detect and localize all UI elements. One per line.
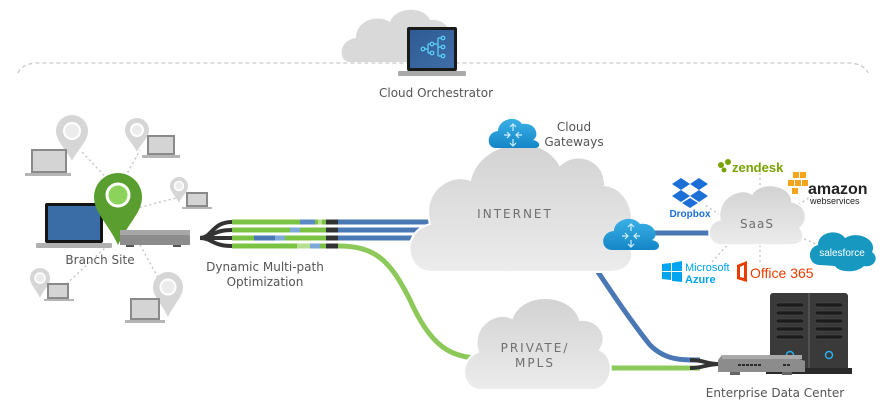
remote-site-3[interactable]	[170, 177, 212, 209]
office-text: Office 365	[750, 265, 814, 281]
private-label-line1: PRIVATE/	[501, 341, 570, 355]
orchestrator-laptop[interactable]	[398, 27, 466, 76]
power-indicator-icon	[824, 350, 834, 360]
branch-laptop[interactable]	[36, 203, 112, 248]
salesforce-logo[interactable]: salesforce	[809, 232, 876, 272]
orchestrator-label: Cloud Orchestrator	[379, 86, 493, 100]
dropbox-icon	[672, 178, 708, 208]
office-icon	[737, 261, 747, 282]
remote-site-1[interactable]	[25, 115, 88, 176]
azure-text: Azure	[685, 274, 716, 286]
internet-datacenter-link	[587, 258, 701, 363]
datacenter-edge-appliance[interactable]	[718, 355, 805, 375]
laptop-icon	[142, 135, 180, 158]
zendesk-logo[interactable]: zendesk	[718, 159, 784, 175]
cloud-gateways-label-line1: Cloud	[557, 120, 591, 134]
zendesk-icon	[718, 159, 731, 173]
aws-cubes-icon	[788, 172, 808, 194]
remote-site-4[interactable]	[30, 268, 74, 301]
saas-label: SaaS	[740, 217, 774, 231]
cloud-gateways-label-line2: Gateways	[544, 135, 603, 149]
private-label-line2: MPLS	[515, 356, 555, 370]
branch-site-label: Branch Site	[65, 253, 134, 267]
internet-label: INTERNET	[477, 207, 553, 221]
microsoft-text: Microsoft	[685, 262, 730, 274]
branch-edge-appliance[interactable]	[120, 230, 190, 247]
multipath-label-line1: Dynamic Multi-path	[206, 260, 324, 274]
multipath-label-line2: Optimization	[227, 275, 304, 289]
salesforce-text: salesforce	[819, 248, 865, 259]
datacenter-joiner	[689, 358, 721, 370]
data-center-label: Enterprise Data Center	[706, 386, 844, 400]
branch-connectors	[59, 149, 181, 291]
zendesk-text: zendesk	[732, 160, 784, 175]
cloud-gateway-top[interactable]	[488, 118, 540, 148]
branch-location-pin-icon	[94, 173, 142, 245]
amazon-web-services-logo[interactable]: amazon webservices	[788, 172, 868, 206]
private-mpls-cloud[interactable]	[463, 297, 612, 391]
laptop-icon	[182, 192, 212, 209]
laptop-icon	[25, 149, 71, 176]
laptop-icon	[44, 283, 74, 301]
workflow-icon	[420, 35, 446, 59]
cloud-gateway-right[interactable]	[603, 218, 659, 250]
dropbox-text: Dropbox	[669, 209, 711, 220]
laptop-icon	[125, 298, 165, 323]
webservices-text: webservices	[809, 196, 860, 206]
gateway-arrows-icon	[504, 123, 522, 147]
dropbox-logo[interactable]: Dropbox	[669, 178, 711, 220]
optimized-paths	[232, 219, 481, 361]
gateway-arrows-icon	[622, 223, 640, 248]
remote-site-2[interactable]	[125, 118, 180, 158]
remote-site-5[interactable]	[125, 272, 183, 323]
multipath-braid	[199, 220, 233, 248]
windows-icon	[662, 261, 682, 282]
office-365-logo[interactable]: Office 365	[737, 261, 814, 282]
microsoft-azure-logo[interactable]: Microsoft Azure	[662, 261, 730, 286]
datacenter-servers[interactable]	[766, 293, 852, 374]
amazon-text: amazon	[808, 181, 868, 198]
saas-cloud[interactable]	[708, 184, 807, 246]
